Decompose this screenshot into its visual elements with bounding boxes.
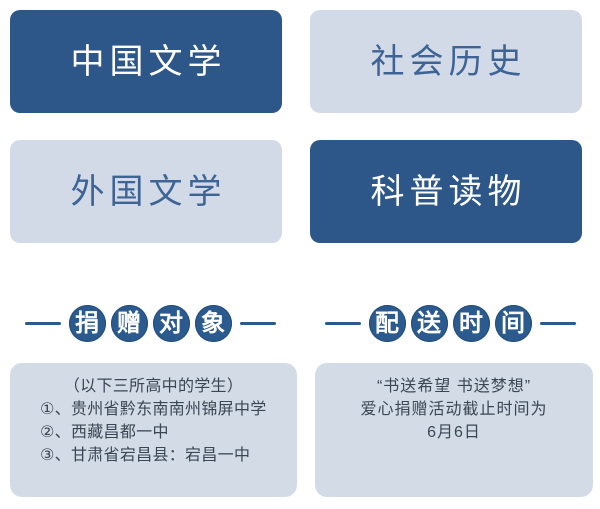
- category-card-label: 科普读物: [370, 172, 527, 211]
- heading-rule-right-icon: [239, 321, 276, 325]
- heading-character-badges: 配 送 时 间: [368, 304, 532, 342]
- deadline-date: 6月6日: [427, 424, 481, 441]
- panel-delivery-time: “书送希望 书送梦想” 爱心捐赠活动截止时间为 6月6日: [315, 363, 593, 497]
- section-heading-donation-recipients: 捐 赠 对 象: [0, 300, 300, 346]
- category-card-foreign-literature[interactable]: 外国文学: [10, 140, 282, 243]
- recipient-item: ③、甘肃省宕昌县：宕昌一中: [40, 447, 251, 464]
- heading-char-badge: 赠: [110, 304, 148, 342]
- category-card-label: 外国文学: [70, 172, 227, 211]
- panel-content: （以下三所高中的学生） ①、贵州省黔东南南州锦屏中学 ②、西藏昌都一中 ③、甘肃…: [10, 363, 297, 467]
- category-card-label: 中国文学: [70, 42, 227, 81]
- category-card-popular-science[interactable]: 科普读物: [310, 140, 582, 243]
- panel-donation-recipients: （以下三所高中的学生） ①、贵州省黔东南南州锦屏中学 ②、西藏昌都一中 ③、甘肃…: [10, 363, 297, 497]
- heading-char-badge: 象: [194, 304, 232, 342]
- section-heading-delivery-time: 配 送 时 间: [300, 300, 600, 346]
- heading-rule-left-icon: [324, 321, 361, 325]
- heading-char-badge: 时: [452, 304, 490, 342]
- recipient-item: ②、西藏昌都一中: [40, 424, 169, 441]
- panel-content: “书送希望 书送梦想” 爱心捐赠活动截止时间为 6月6日: [315, 363, 593, 444]
- heading-char-badge: 间: [494, 304, 532, 342]
- heading-rule-right-icon: [539, 321, 576, 325]
- heading-character-badges: 捐 赠 对 象: [68, 304, 232, 342]
- heading-char-badge: 配: [368, 304, 406, 342]
- campaign-slogan: “书送希望 书送梦想”: [376, 378, 532, 395]
- heading-rule-left-icon: [24, 321, 61, 325]
- category-card-chinese-literature[interactable]: 中国文学: [10, 10, 282, 113]
- category-card-grid: 中国文学 社会历史 外国文学 科普读物: [10, 10, 582, 243]
- recipient-item: ①、贵州省黔东南南州锦屏中学: [40, 401, 267, 418]
- heading-char-badge: 捐: [68, 304, 106, 342]
- deadline-description: 爱心捐赠活动截止时间为: [360, 401, 548, 418]
- recipients-subtitle: （以下三所高中的学生）: [63, 378, 244, 395]
- heading-char-badge: 送: [410, 304, 448, 342]
- heading-char-badge: 对: [152, 304, 190, 342]
- category-card-society-history[interactable]: 社会历史: [310, 10, 582, 113]
- category-card-label: 社会历史: [370, 42, 527, 81]
